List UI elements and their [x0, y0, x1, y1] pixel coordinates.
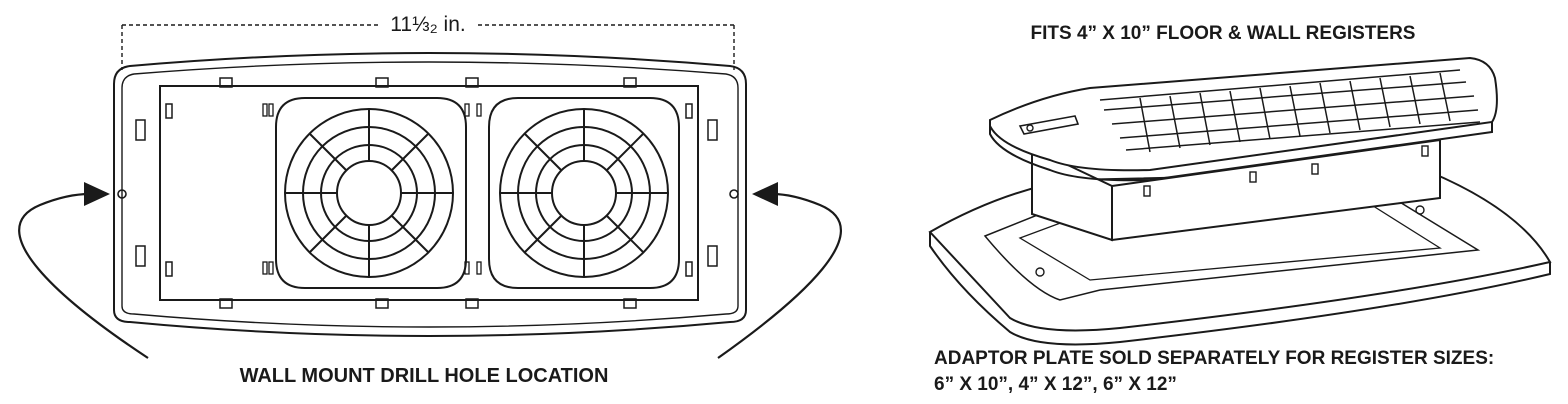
grille-louvers	[1099, 69, 1481, 153]
side-slots	[135, 103, 718, 277]
damper-lever	[1018, 115, 1080, 135]
vent-frame-inner	[121, 61, 739, 328]
clip-marks	[262, 103, 482, 275]
base-plate-recess	[983, 189, 1481, 301]
top-tabs	[219, 77, 637, 309]
top-view-drawing	[18, 24, 842, 359]
fits-registers-title: FITS 4” X 10” FLOOR & WALL REGISTERS	[1031, 23, 1416, 44]
base-hole-2	[1035, 267, 1045, 277]
fan-box-tabs	[1143, 145, 1429, 197]
wall-mount-caption: WALL MOUNT DRILL HOLE LOCATION	[240, 365, 609, 387]
damper-pivot	[1026, 124, 1034, 132]
perspective-drawing	[928, 56, 1552, 346]
drill-hole-left	[117, 189, 127, 199]
arrowhead-right	[752, 182, 778, 206]
arrow-left	[18, 192, 149, 359]
fan-right	[488, 97, 680, 289]
adaptor-caption-line1: ADAPTOR PLATE SOLD SEPARATELY FOR REGIST…	[934, 348, 1494, 369]
arrowhead-left	[84, 182, 110, 206]
dimension-line	[121, 24, 735, 70]
grille-top-edge	[989, 122, 1493, 182]
adaptor-caption-line2: 6” X 10”, 4” X 12”, 6” X 12”	[934, 374, 1177, 395]
fan-panel	[159, 85, 699, 301]
fan-left	[275, 97, 467, 289]
arrow-right	[717, 192, 842, 359]
vent-frame-outer	[113, 52, 747, 337]
base-hole-1	[1415, 205, 1425, 215]
base-plate-edge	[929, 232, 1551, 346]
drill-hole-right	[729, 189, 739, 199]
dimension-label: 11⅓₂ in.	[390, 13, 465, 36]
